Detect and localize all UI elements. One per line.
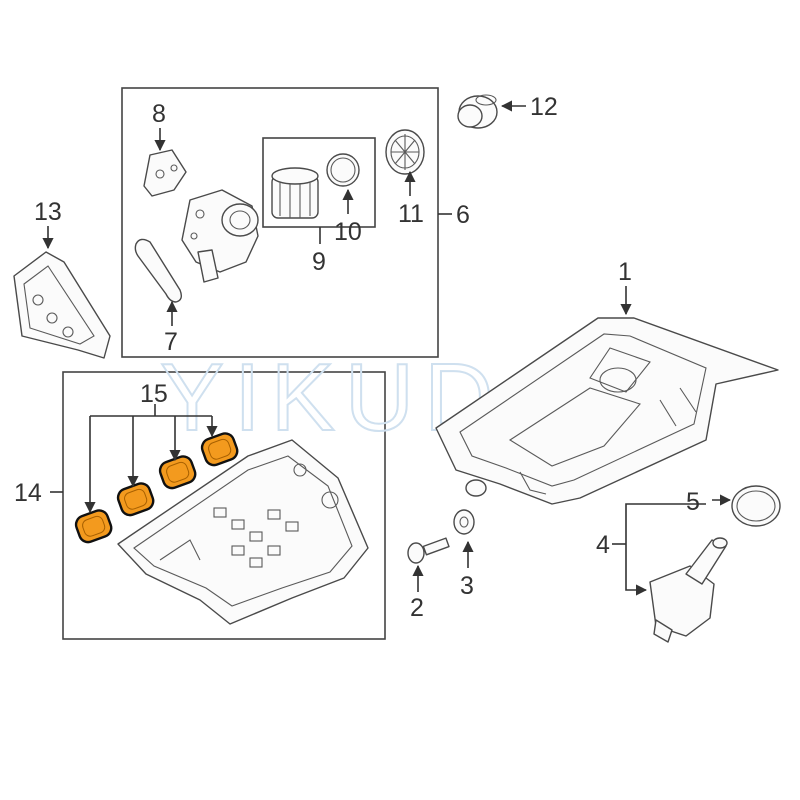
callout-3: 3 xyxy=(460,572,474,600)
callout-2: 2 xyxy=(410,594,424,622)
callout-15: 15 xyxy=(140,380,168,408)
intake-manifold-group-frame xyxy=(62,371,386,640)
callout-11: 11 xyxy=(398,200,424,228)
part-15-gasket-4 xyxy=(200,432,239,467)
oil-filter-housing-body xyxy=(181,189,259,283)
part-4-oil-level-sensor xyxy=(649,537,728,643)
callout-12: 12 xyxy=(530,93,558,121)
part-8-bracket xyxy=(143,149,187,197)
callout-14: 14 xyxy=(14,479,42,507)
callout-1: 1 xyxy=(618,258,632,286)
part-5-o-ring xyxy=(731,485,781,527)
callout-4: 4 xyxy=(596,531,610,559)
oil-filter-element xyxy=(271,167,319,219)
part-2-bolt xyxy=(407,537,450,564)
part-13-cover xyxy=(13,251,111,359)
callout-13: 13 xyxy=(34,198,62,226)
leader-4-bracket xyxy=(625,503,706,596)
part-3-washer xyxy=(453,509,475,535)
callout-5: 5 xyxy=(686,488,700,516)
part-15-gasket-2 xyxy=(116,482,155,517)
part-15-gasket-1 xyxy=(74,509,113,544)
oil-filter-housing-group-frame xyxy=(121,87,439,358)
oil-filter-element-group-frame xyxy=(262,137,376,228)
callout-8: 8 xyxy=(152,100,166,128)
part-15-gasket-3 xyxy=(158,455,197,490)
part-12-cap xyxy=(457,94,498,129)
callout-9: 9 xyxy=(312,248,326,276)
part-11-filter-cap xyxy=(385,129,425,175)
part-1-oil-pan xyxy=(435,317,779,505)
part-10-seal-ring xyxy=(326,153,360,187)
part-7-gasket xyxy=(134,238,183,303)
part-14-intake-manifold xyxy=(117,439,369,625)
callout-6: 6 xyxy=(456,201,470,229)
callout-10: 10 xyxy=(334,218,362,246)
callout-7: 7 xyxy=(164,328,178,356)
